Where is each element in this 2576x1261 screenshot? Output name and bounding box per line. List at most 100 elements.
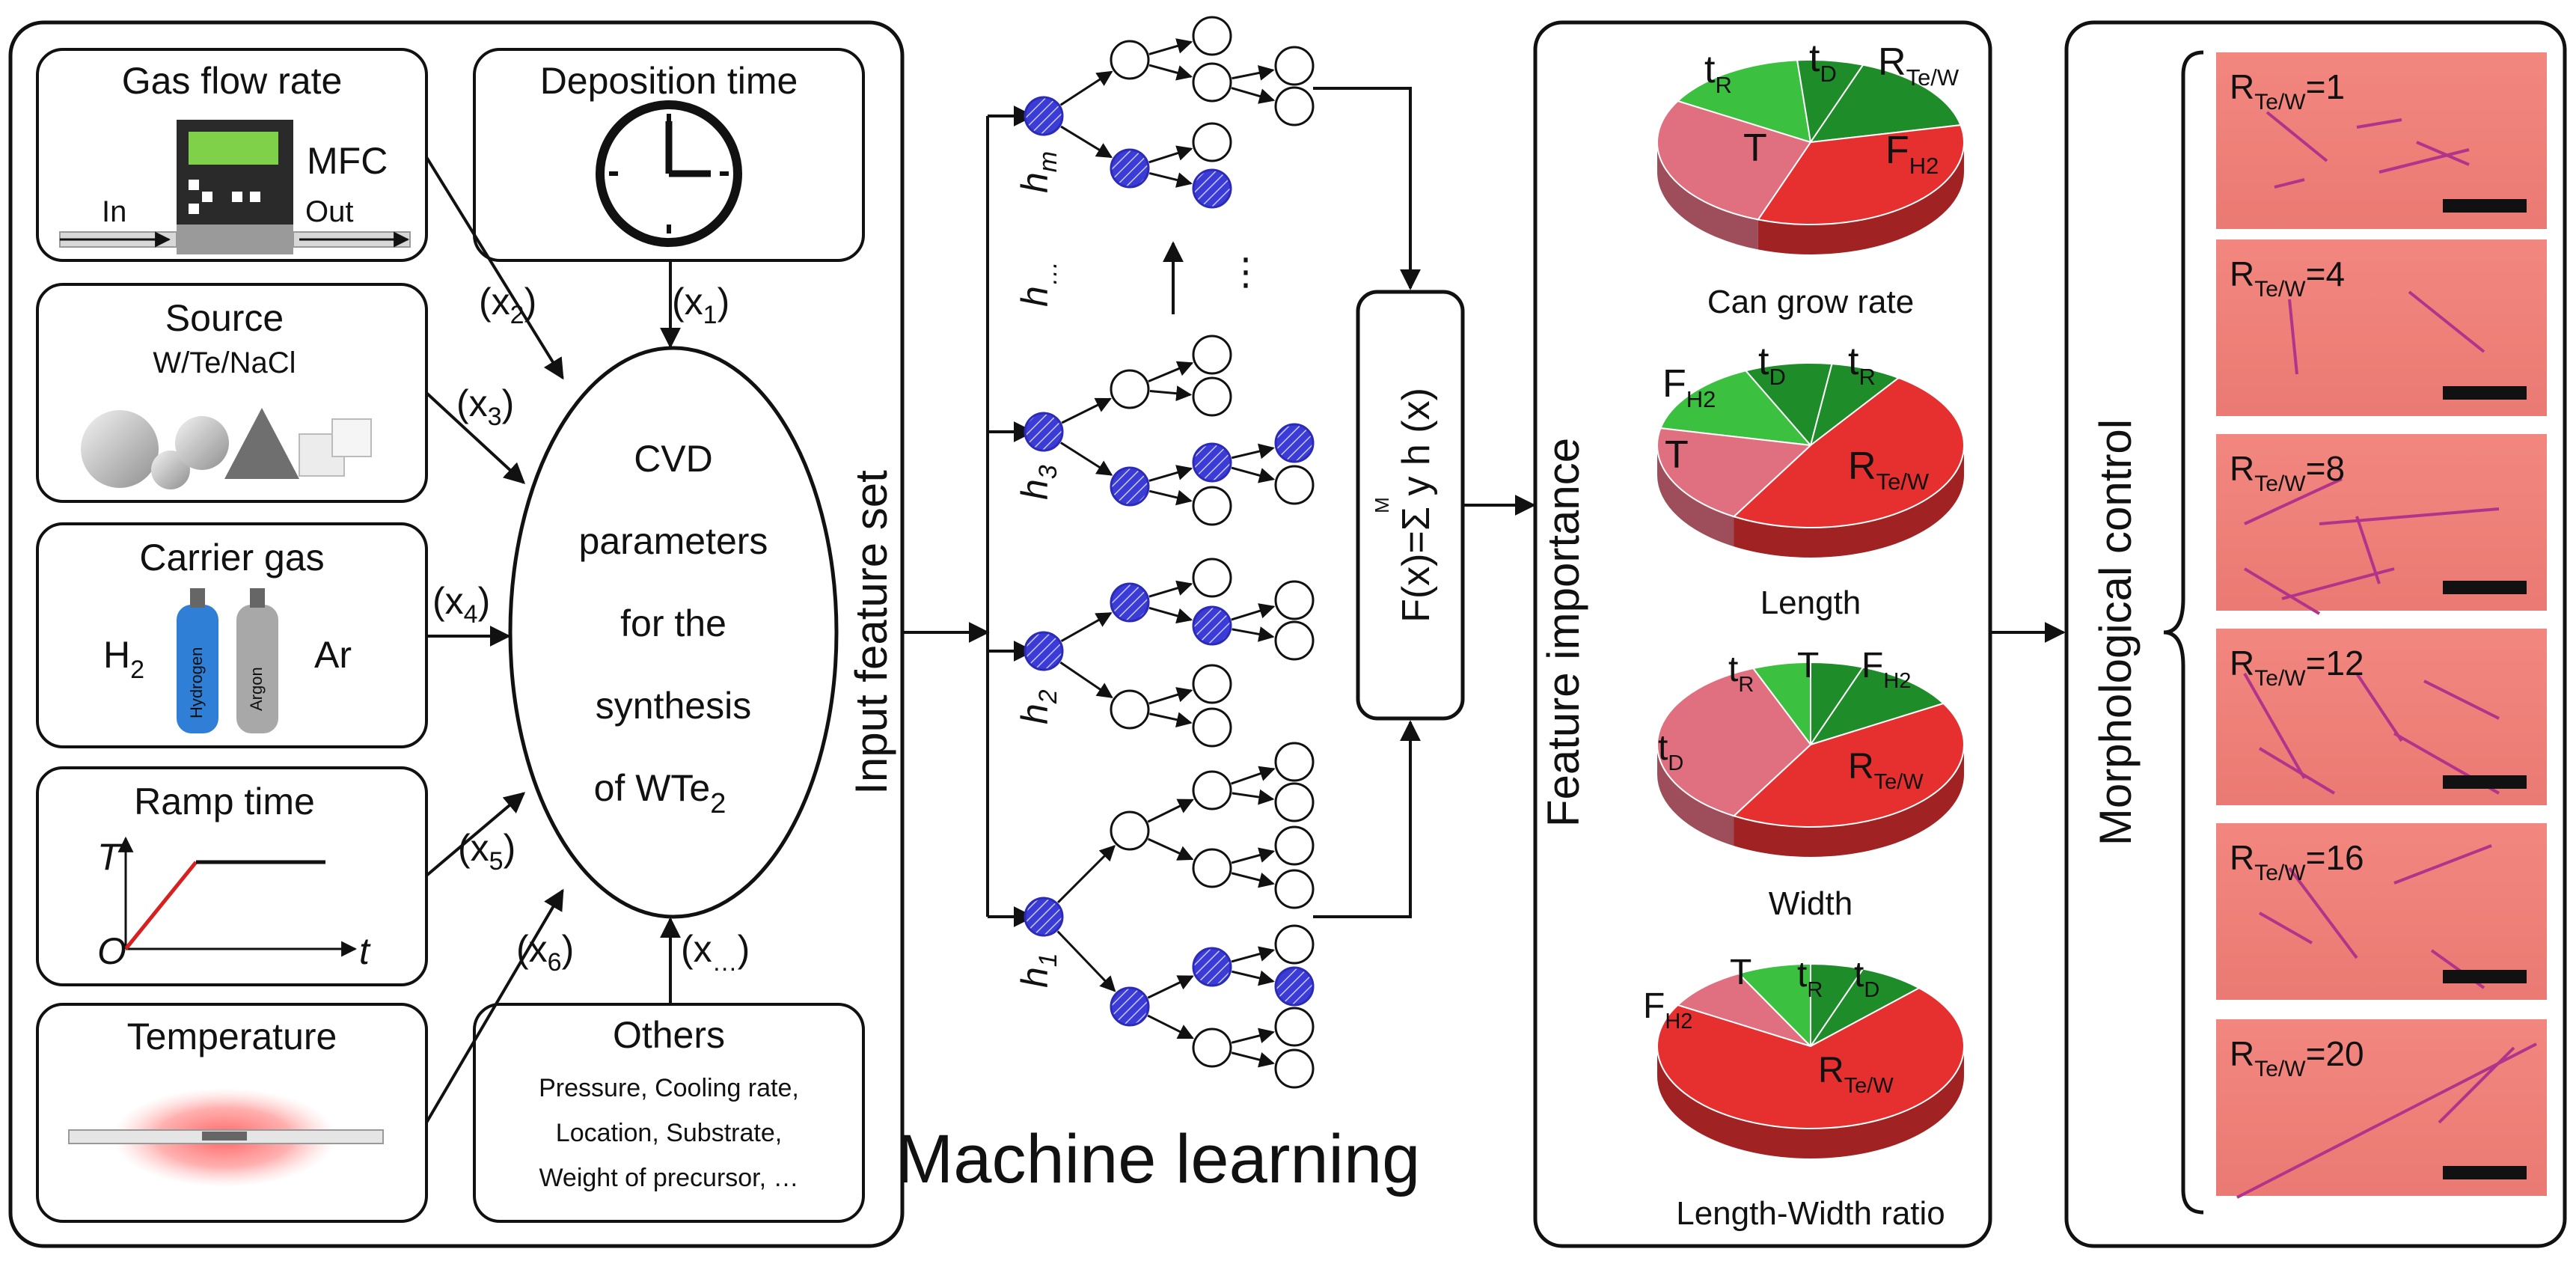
micrograph-1: RTe/W=4 [2216, 239, 2547, 416]
tree-node-active [1192, 947, 1232, 987]
tree-node [1192, 335, 1232, 375]
parameter-arrows [425, 156, 681, 1124]
morphological-control-title: Morphological control [2090, 419, 2141, 846]
pie-label: FH2 [1885, 129, 1939, 179]
gas-in-label: In [102, 195, 126, 228]
tree-node [1274, 46, 1315, 86]
pie-slice [1676, 59, 1812, 144]
importance-pie-2: tR T FH2 tD RTe/W [1656, 646, 1965, 857]
scale-bar [2443, 581, 2527, 594]
micrograph-5: RTe/W=20 [2216, 1019, 2547, 1199]
pie-slice [1808, 64, 1962, 144]
tree-node-active [1274, 423, 1315, 463]
pie-label: T [1797, 646, 1819, 686]
tree-node-active [1192, 442, 1232, 483]
tree-node [1274, 869, 1315, 909]
cvd-parameters-node: CVD parameters for the synthesis of WTe2 [508, 346, 839, 919]
tree-node [1192, 486, 1232, 526]
pie-label: FH2 [1643, 986, 1692, 1033]
pie-slice [1656, 427, 1813, 518]
pie-label: FH2 [1662, 362, 1716, 412]
tree-node [1192, 376, 1232, 417]
more-trees-ellipsis: ⋮ [1227, 251, 1264, 293]
tree-node-active [1024, 412, 1064, 452]
svg-text:Argon: Argon [247, 667, 266, 711]
tree-node [1192, 664, 1232, 704]
others-box: Others Pressure, Cooling rate, Location,… [473, 1003, 865, 1223]
scale-bar [2443, 970, 2527, 983]
micrograph-2: RTe/W=8 [2216, 434, 2547, 615]
scale-bar [2443, 775, 2527, 789]
pie-label: T [1665, 433, 1689, 477]
svg-text:synthesis: synthesis [596, 685, 751, 727]
pie-label: tR [1848, 340, 1876, 390]
pie-label: tR [1728, 650, 1754, 697]
tree-node-active [1110, 466, 1150, 507]
param-x3: (x3) [456, 382, 514, 431]
tree-node [1110, 810, 1150, 851]
ensemble-formula-box: F(x)=Σ y h (x) M [1356, 290, 1465, 721]
ar-label: Ar [314, 634, 352, 676]
param-xdots: (x…) [681, 928, 750, 977]
deposition-time-box: Deposition time [473, 48, 865, 262]
tree-label-h2: h2 [1014, 689, 1062, 724]
pie-slice [1809, 363, 1900, 448]
param-x6: (x6) [516, 928, 574, 977]
svg-text:CVD: CVD [634, 438, 713, 480]
pie-slice [1744, 362, 1833, 448]
tellurium-pile-icon [224, 408, 299, 479]
tree-node [1192, 62, 1232, 103]
pie-label: T [1730, 953, 1752, 992]
pie-label: tD [1658, 728, 1683, 775]
pie-slice [1656, 100, 1812, 221]
param-x5: (x5) [458, 827, 515, 876]
ratio-label: RTe/W=12 [2230, 644, 2364, 691]
tree-label-hdots: h… [1014, 260, 1062, 307]
pie-label: tD [1854, 955, 1879, 1002]
tree-node [1110, 369, 1150, 409]
tree-node-active [1024, 631, 1064, 671]
ramp-t-axis-label: T [97, 836, 123, 878]
tree-node-active [1274, 966, 1315, 1007]
pie-label: RTe/W [1848, 747, 1924, 794]
tree-node-active [1192, 605, 1232, 646]
tree-node [1192, 558, 1232, 598]
tree-node [1274, 620, 1315, 661]
carrier-gas-title: Carrier gas [139, 537, 324, 578]
ramp-time-box: Ramp time T O t [36, 766, 428, 986]
ramp-origin-label: O [97, 930, 126, 972]
gradient-boosting-trees: hm h… h3 h2 h1 ⋮ [986, 16, 1315, 1089]
tree-node [1192, 770, 1232, 810]
tree-label-hm: hm [1014, 151, 1062, 193]
tree-node [1192, 1028, 1232, 1068]
scale-bar [2443, 386, 2527, 400]
scale-bar [2443, 1166, 2527, 1179]
tree-node [1274, 742, 1315, 782]
tree-node-active [1110, 986, 1150, 1027]
gas-flow-title: Gas flow rate [122, 60, 343, 102]
tree-node [1274, 86, 1315, 126]
pie-label: RTe/W [1878, 40, 1959, 91]
gas-out-label: Out [305, 195, 353, 228]
ratio-label: RTe/W=20 [2230, 1034, 2364, 1081]
pie-label: FH2 [1861, 646, 1911, 693]
pie-slice [1737, 962, 1811, 1048]
tree-node [1274, 465, 1315, 505]
pie-label: tD [1809, 37, 1837, 87]
tree-node-active [1192, 168, 1232, 209]
pie-slice [1808, 666, 1945, 746]
feature-importance-title: Feature importance [1538, 438, 1588, 827]
micrograph-4: RTe/W=16 [2216, 823, 2547, 1000]
pie-caption-0: Can grow rate [1707, 284, 1914, 320]
tree-nodes [1024, 16, 1315, 1089]
pie-label: RTe/W [1848, 445, 1930, 495]
pie-slice [1676, 972, 1811, 1047]
source-box: Source W/Te/NaCl [36, 283, 428, 503]
pie-slice [1659, 370, 1813, 447]
pie-slice [1656, 987, 1965, 1129]
pie-slice [1656, 667, 1812, 817]
tree-label-h3: h3 [1014, 465, 1062, 500]
